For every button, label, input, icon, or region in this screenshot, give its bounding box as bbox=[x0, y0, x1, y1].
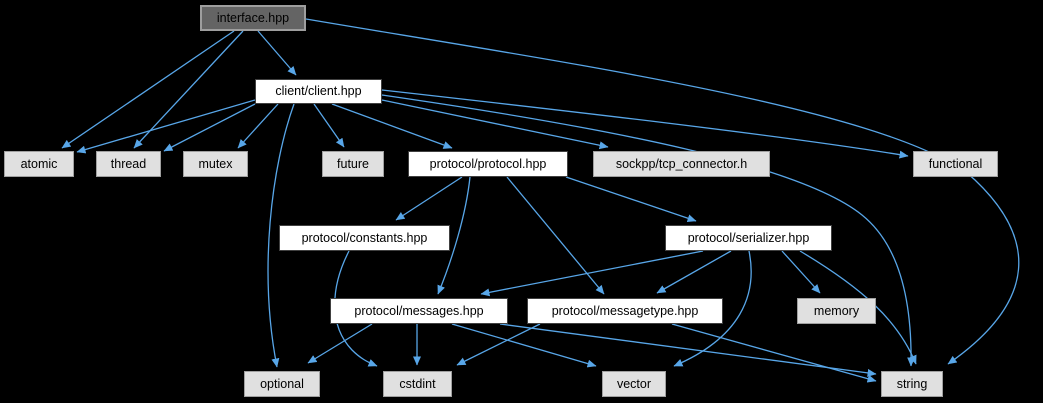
node-string: string bbox=[881, 371, 943, 397]
edge-client-client-hpp-to-string bbox=[381, 94, 916, 367]
edge-client-client-hpp-to-functional bbox=[381, 89, 909, 159]
edge-protocol-constants-hpp-to-cstdint bbox=[334, 250, 378, 367]
edge-protocol-serializer-hpp-to-protocol-messages-hpp bbox=[480, 250, 704, 297]
node-protocol-protocol-hpp[interactable]: protocol/protocol.hpp bbox=[408, 151, 568, 177]
edge-client-client-hpp-to-sockpp-tcp-connector-h bbox=[381, 99, 609, 150]
node-sockpp-tcp-connector-h: sockpp/tcp_connector.h bbox=[593, 151, 770, 177]
node-protocol-messages-hpp[interactable]: protocol/messages.hpp bbox=[330, 298, 508, 324]
edge-interface-hpp-to-thread bbox=[133, 30, 244, 149]
edge-protocol-protocol-hpp-to-protocol-messagetype-hpp bbox=[506, 176, 605, 295]
edge-protocol-serializer-hpp-to-memory bbox=[781, 250, 821, 294]
node-functional: functional bbox=[913, 151, 998, 177]
edge-protocol-messages-hpp-to-optional bbox=[307, 323, 373, 364]
edge-client-client-hpp-to-future bbox=[313, 103, 345, 148]
node-cstdint: cstdint bbox=[383, 371, 452, 397]
edge-protocol-protocol-hpp-to-protocol-constants-hpp bbox=[395, 176, 463, 221]
node-optional: optional bbox=[244, 371, 320, 397]
edge-protocol-serializer-hpp-to-protocol-messagetype-hpp bbox=[656, 250, 732, 294]
edge-client-client-hpp-to-optional bbox=[267, 103, 295, 368]
node-protocol-constants-hpp[interactable]: protocol/constants.hpp bbox=[279, 225, 450, 251]
edge-protocol-protocol-hpp-to-protocol-serializer-hpp bbox=[565, 176, 697, 223]
edge-client-client-hpp-to-atomic bbox=[76, 99, 256, 154]
node-future: future bbox=[322, 151, 384, 177]
edge-protocol-messages-hpp-to-vector bbox=[451, 323, 597, 368]
edge-client-client-hpp-to-thread bbox=[163, 103, 256, 152]
node-mutex: mutex bbox=[183, 151, 248, 177]
node-client-client-hpp[interactable]: client/client.hpp bbox=[255, 79, 382, 104]
node-thread: thread bbox=[96, 151, 161, 177]
edge-protocol-protocol-hpp-to-protocol-messages-hpp bbox=[437, 176, 471, 295]
edge-interface-hpp-to-string bbox=[305, 18, 1020, 365]
edge-protocol-serializer-hpp-to-vector bbox=[673, 250, 752, 367]
edge-client-client-hpp-to-mutex bbox=[237, 103, 279, 149]
edge-interface-hpp-to-client-client-hpp bbox=[257, 30, 297, 76]
edge-protocol-messagetype-hpp-to-string bbox=[671, 323, 877, 383]
node-protocol-messagetype-hpp[interactable]: protocol/messagetype.hpp bbox=[527, 298, 723, 324]
node-memory: memory bbox=[797, 298, 876, 324]
edge-protocol-messagetype-hpp-to-cstdint bbox=[456, 323, 541, 366]
edge-interface-hpp-to-atomic bbox=[61, 30, 235, 149]
edge-protocol-messages-hpp-to-string bbox=[499, 323, 877, 377]
node-protocol-serializer-hpp[interactable]: protocol/serializer.hpp bbox=[665, 225, 832, 251]
node-vector: vector bbox=[602, 371, 666, 397]
node-interface-hpp: interface.hpp bbox=[200, 5, 306, 31]
node-atomic: atomic bbox=[4, 151, 74, 177]
edge-client-client-hpp-to-protocol-protocol-hpp bbox=[331, 103, 453, 149]
